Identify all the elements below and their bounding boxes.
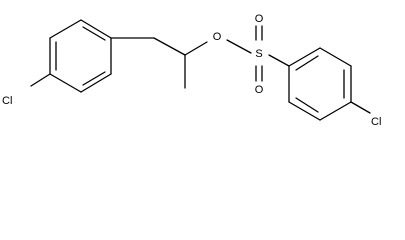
atom-label-oxygen: O	[255, 84, 264, 96]
bond-ring-to-cl	[350, 101, 371, 114]
double-bond-inner	[295, 97, 319, 113]
double-bond-inner	[82, 71, 106, 86]
chemical-structure: Cl O S O O Cl	[2, 13, 381, 128]
bond	[319, 101, 352, 121]
left-benzene-ring	[49, 19, 112, 93]
bond	[288, 47, 321, 67]
atom-label-oxygen: O	[213, 31, 222, 43]
atom-label-chlorine: Cl	[2, 95, 12, 107]
atom-label-chlorine: Cl	[371, 116, 381, 128]
double-bond-inner	[82, 26, 106, 41]
sulfonyl-group	[226, 25, 290, 82]
atom-label-oxygen: O	[255, 13, 264, 25]
bond	[80, 19, 112, 39]
bond	[49, 19, 82, 39]
bond-to-ester-oxygen	[184, 41, 208, 56]
right-benzene-ring	[288, 47, 352, 121]
bond	[319, 47, 352, 67]
double-bond-inner	[295, 55, 319, 71]
atom-label-sulfur: S	[255, 48, 262, 60]
alkyl-chain	[110, 37, 208, 89]
bond	[288, 101, 321, 121]
bond-s-ring	[268, 54, 290, 67]
bond-ring-to-cl	[30, 73, 51, 87]
bond	[80, 73, 112, 93]
bond	[153, 37, 186, 56]
bond-o-s	[226, 39, 252, 54]
bond	[49, 73, 82, 93]
